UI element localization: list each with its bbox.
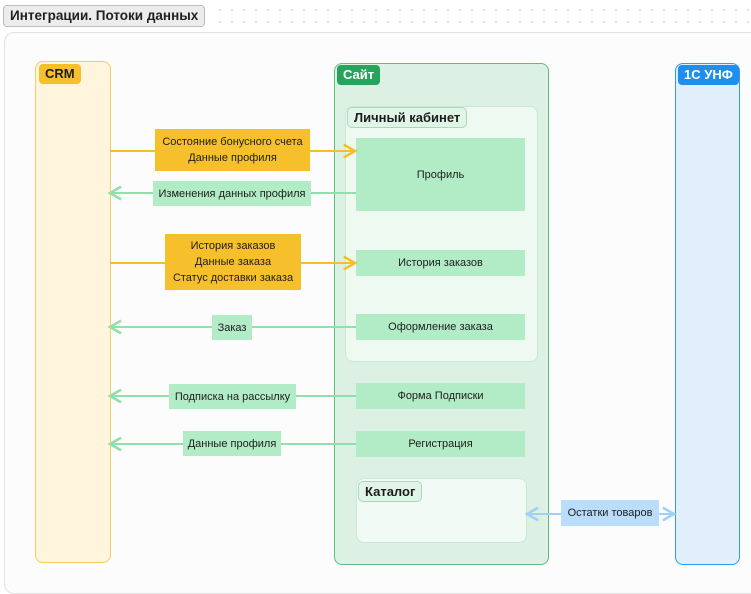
flow-line: История заказов — [190, 240, 276, 252]
flow-line: Остатки товаров — [567, 507, 653, 519]
canvas-dot-grid — [210, 0, 751, 26]
lane-1c-unf-label: 1С УНФ — [678, 65, 739, 85]
flow-line: Данные профиля — [188, 152, 277, 164]
group-personal-cabinet-label: Личный кабинет — [347, 107, 468, 128]
group-catalog-label: Каталог — [358, 481, 423, 502]
page-title: Интеграции. Потоки данных — [3, 5, 206, 27]
flow-profile-changes[interactable]: Изменения данных профиля — [153, 181, 311, 206]
lane-crm-label: CRM — [39, 64, 81, 84]
node-registration[interactable]: Регистрация — [356, 431, 525, 457]
node-profile-label: Профиль — [416, 168, 465, 181]
flow-connectors — [107, 143, 677, 522]
node-order-history-label: История заказов — [398, 257, 483, 269]
node-registration-label: Регистрация — [408, 438, 473, 450]
node-subscription-form[interactable]: Форма Подписки — [356, 383, 525, 409]
flow-line: Изменения данных профиля — [158, 187, 306, 200]
flow-line: Заказ — [217, 321, 247, 334]
node-checkout-label: Оформление заказа — [388, 321, 493, 333]
node-order-history[interactable]: История заказов — [356, 250, 525, 276]
lane-site-label: Сайт — [337, 65, 381, 85]
flow-line: Подписка на рассылку — [174, 390, 291, 403]
flow-line: Данные профиля — [187, 437, 277, 450]
node-profile[interactable]: Профиль — [356, 138, 525, 211]
flow-newsletter-subscription[interactable]: Подписка на рассылку — [169, 384, 296, 409]
flow-crm-to-profile[interactable]: Состояние бонусного счета Данные профиля — [155, 129, 310, 171]
flow-line: Статус доставки заказа — [172, 272, 294, 284]
flow-stock-balances[interactable]: Остатки товаров — [561, 500, 659, 526]
flow-order[interactable]: Заказ — [212, 315, 252, 340]
node-checkout[interactable]: Оформление заказа — [356, 314, 525, 340]
lane-crm[interactable] — [35, 61, 111, 563]
flow-crm-to-order-history[interactable]: История заказов Данные заказа Статус дос… — [165, 234, 301, 290]
lane-1c-unf[interactable] — [675, 63, 740, 565]
flow-profile-data[interactable]: Данные профиля — [183, 431, 281, 456]
node-subscription-form-label: Форма Подписки — [397, 390, 484, 402]
flow-line: Данные заказа — [194, 256, 272, 268]
flow-line: Состояние бонусного счета — [162, 136, 303, 148]
